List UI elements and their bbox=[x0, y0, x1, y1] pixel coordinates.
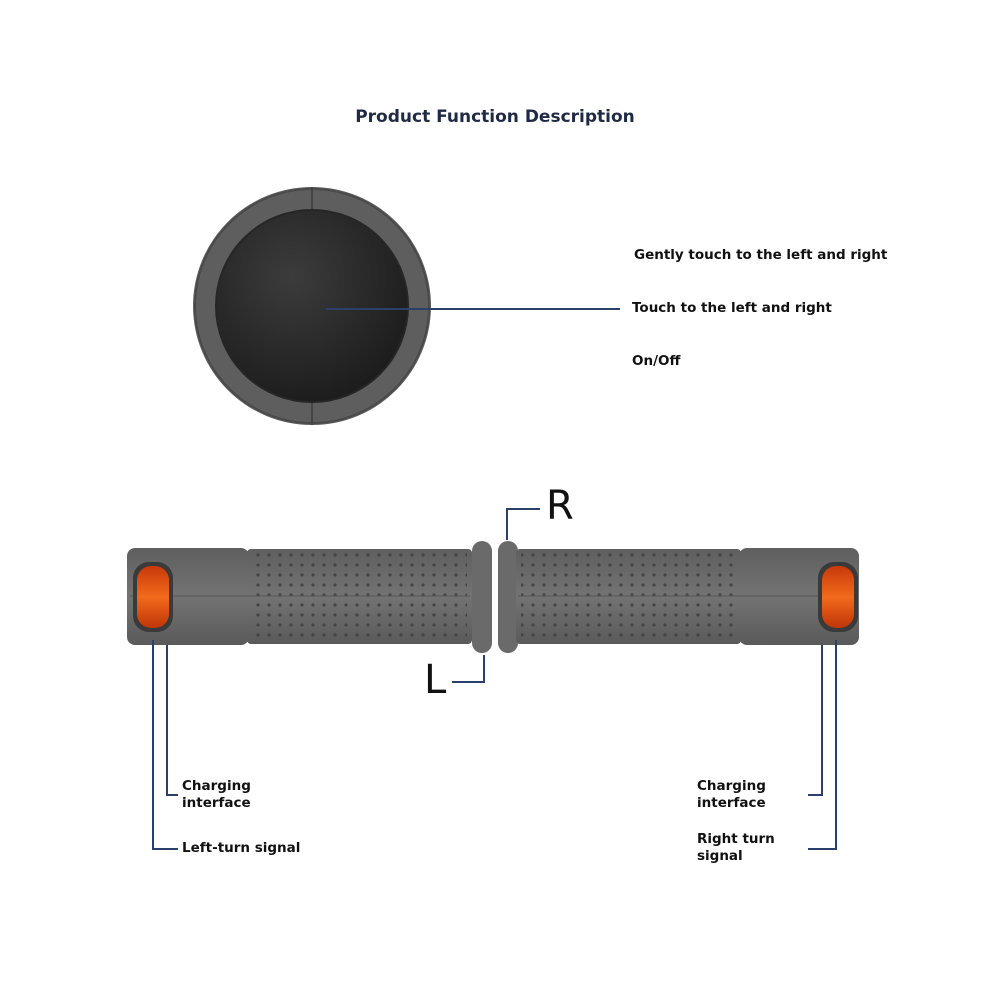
right-side-label: R bbox=[546, 483, 574, 529]
leader-line-left-signal bbox=[152, 640, 178, 850]
left-signal-label: Left-turn signal bbox=[182, 840, 301, 856]
label-gentle-touch: Gently touch to the left and right bbox=[634, 247, 888, 263]
leader-line-left-charging bbox=[166, 645, 178, 796]
right-signal-label: Right turn signal bbox=[697, 831, 775, 865]
right-signal-line-2: signal bbox=[697, 848, 743, 864]
label-on-off: On/Off bbox=[632, 353, 681, 369]
leader-line-r bbox=[506, 508, 540, 540]
left-side-label: L bbox=[424, 657, 447, 703]
left-charging-line-1: Charging bbox=[182, 778, 251, 794]
label-touch: Touch to the left and right bbox=[632, 300, 832, 316]
right-charging-line-2: interface bbox=[697, 795, 766, 811]
leader-line-right-signal bbox=[808, 640, 837, 850]
right-charging-line-1: Charging bbox=[697, 778, 766, 794]
right-turn-signal-light bbox=[822, 566, 854, 628]
right-grip bbox=[498, 541, 859, 653]
right-signal-line-1: Right turn bbox=[697, 831, 775, 847]
right-charging-label: Charging interface bbox=[697, 778, 766, 812]
left-charging-label: Charging interface bbox=[182, 778, 251, 812]
leader-line-l bbox=[452, 655, 485, 683]
round-button bbox=[193, 187, 431, 425]
left-grip bbox=[127, 541, 492, 653]
page-title: Product Function Description bbox=[355, 107, 635, 127]
left-charging-line-2: interface bbox=[182, 795, 251, 811]
left-turn-signal-light bbox=[137, 566, 169, 628]
leader-line-right-charging bbox=[808, 645, 823, 796]
